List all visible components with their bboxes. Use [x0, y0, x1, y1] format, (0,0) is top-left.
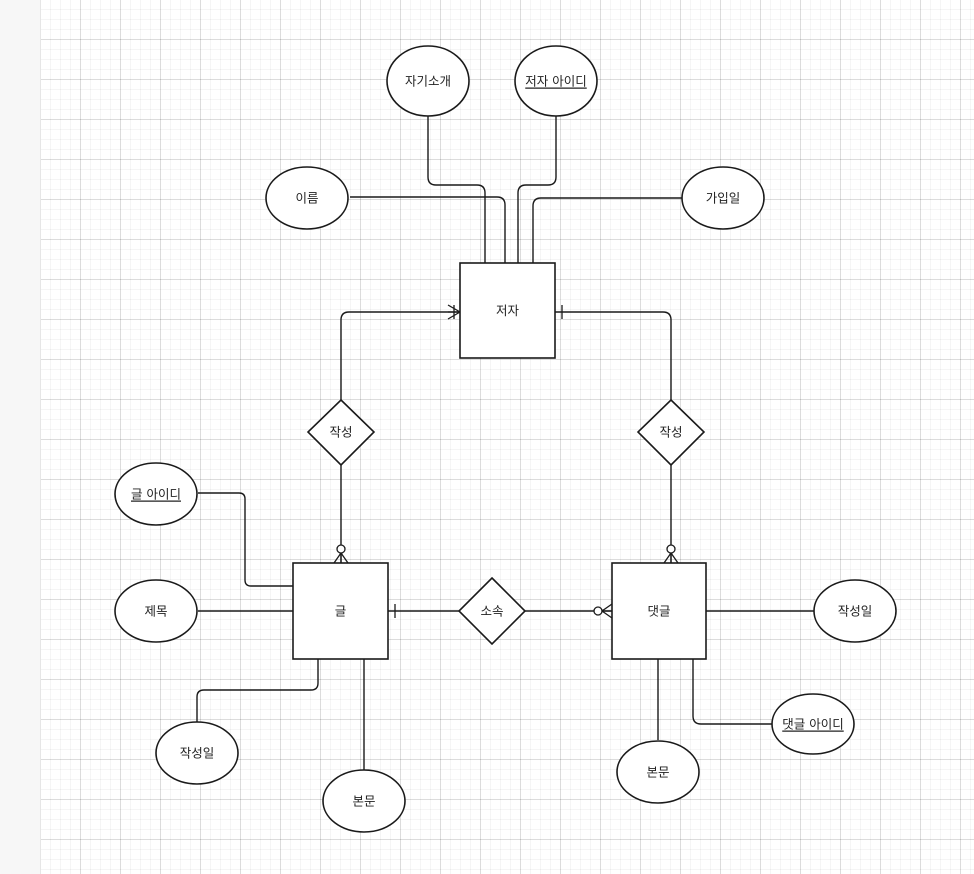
link-author-name	[350, 196, 506, 263]
attribute-label: 본문	[646, 765, 669, 780]
diagram-canvas[interactable]: 저자 글 댓글 작성 작성 소속 자기소개 저자 아이디 이름 가입일 글 아이…	[41, 0, 974, 874]
attribute-comment-body[interactable]: 본문	[616, 740, 700, 804]
zero-marker	[336, 544, 346, 554]
relationship-author-writes-post[interactable]: 작성	[306, 398, 376, 467]
zero-or-many-marker	[600, 603, 613, 619]
attribute-post-id[interactable]: 글 아이디	[114, 462, 198, 526]
attribute-label: 가입일	[706, 191, 741, 206]
attribute-key-label: 글 아이디	[131, 487, 181, 502]
attribute-label: 작성일	[838, 604, 873, 619]
attribute-post-created[interactable]: 작성일	[155, 721, 239, 785]
attribute-key-label: 저자 아이디	[525, 74, 586, 89]
er-diagram: 저자 글 댓글 작성 작성 소속 자기소개 저자 아이디 이름 가입일 글 아이…	[114, 45, 897, 833]
zero-marker	[593, 606, 603, 616]
entity-post[interactable]: 글	[292, 562, 389, 660]
attribute-author-name[interactable]: 이름	[265, 166, 349, 230]
relationship-label: 소속	[480, 604, 503, 619]
attribute-post-title[interactable]: 제목	[114, 579, 198, 643]
link-post-id	[198, 492, 293, 587]
relationship-label: 작성	[659, 425, 682, 440]
zero-or-many-marker	[333, 551, 349, 564]
link-post-created	[196, 659, 319, 723]
attribute-author-joined[interactable]: 가입일	[681, 166, 765, 230]
zero-marker	[666, 544, 676, 554]
attribute-key-label: 댓글 아이디	[782, 717, 843, 732]
attribute-label: 이름	[295, 191, 318, 206]
link-author-rel-post	[340, 311, 460, 400]
link-author-joined	[532, 197, 682, 263]
attribute-comment-created[interactable]: 작성일	[813, 579, 897, 643]
link-author-rel-comment	[555, 311, 672, 400]
link-author-id	[517, 116, 557, 263]
entity-comment-label: 댓글	[647, 604, 670, 619]
entity-author-label: 저자	[496, 303, 520, 318]
zero-or-many-marker	[663, 551, 679, 564]
left-sidebar	[0, 0, 41, 874]
entity-author[interactable]: 저자	[459, 262, 556, 359]
attribute-post-body[interactable]: 본문	[322, 769, 406, 833]
attribute-author-id[interactable]: 저자 아이디	[514, 45, 598, 117]
relationship-label: 작성	[329, 425, 352, 440]
link-author-bio	[427, 116, 486, 263]
entity-comment[interactable]: 댓글	[611, 562, 707, 660]
attribute-label: 본문	[352, 794, 375, 809]
relationship-comment-belongs-post[interactable]: 소속	[457, 576, 527, 646]
relationship-author-writes-comment[interactable]: 작성	[636, 398, 706, 467]
entity-post-label: 글	[335, 604, 347, 619]
attribute-comment-id[interactable]: 댓글 아이디	[771, 693, 855, 755]
attribute-label: 자기소개	[405, 74, 451, 89]
attribute-label: 작성일	[180, 746, 215, 761]
attribute-label: 제목	[144, 604, 167, 619]
one-or-many-marker	[447, 304, 462, 320]
connectors	[196, 116, 816, 773]
attribute-author-bio[interactable]: 자기소개	[386, 45, 470, 117]
link-comment-id	[692, 659, 772, 725]
